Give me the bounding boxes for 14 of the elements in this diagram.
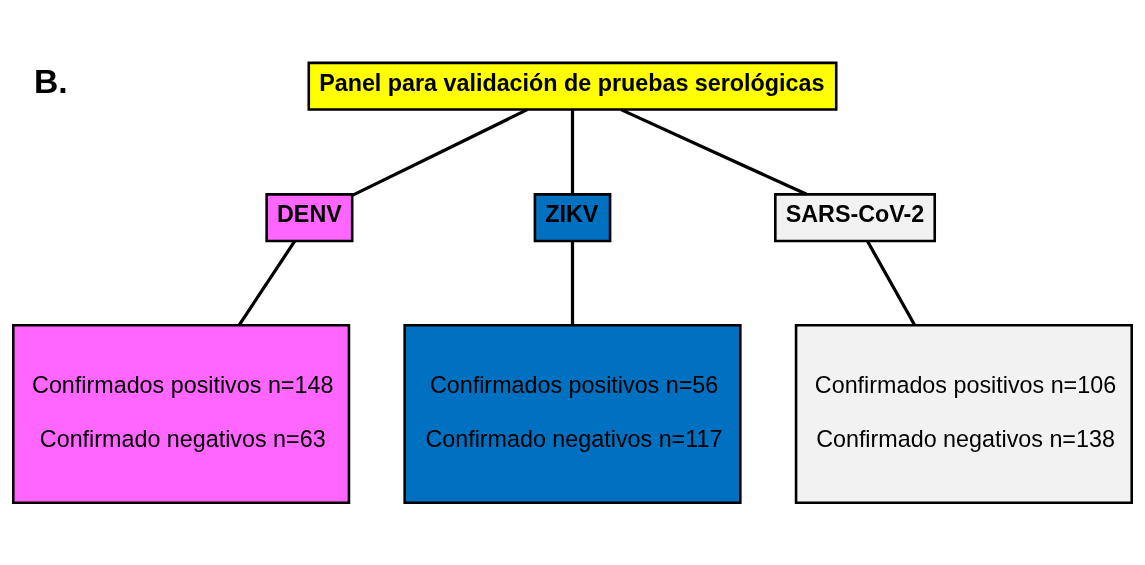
connector	[570, 109, 575, 195]
label: B.	[34, 63, 68, 101]
node-box: SARS-CoV-2	[774, 193, 937, 243]
node-box: ZIKV	[533, 193, 612, 243]
node-box: Panel para validación de pruebas serológicas	[307, 61, 838, 111]
connector	[866, 240, 916, 326]
connector	[570, 241, 575, 325]
node-box: Confirmados positivos n=148 Confirmado negativos n=63	[12, 323, 351, 505]
node-box: DENV	[265, 193, 354, 243]
node-box: Confirmados positivos n=56 Confirmado negativos n=117	[403, 323, 742, 505]
node-box: Confirmados positivos n=106 Confirmado negativos n=138	[794, 323, 1133, 505]
connector	[351, 108, 528, 197]
connector	[237, 240, 297, 326]
connector	[620, 108, 808, 196]
